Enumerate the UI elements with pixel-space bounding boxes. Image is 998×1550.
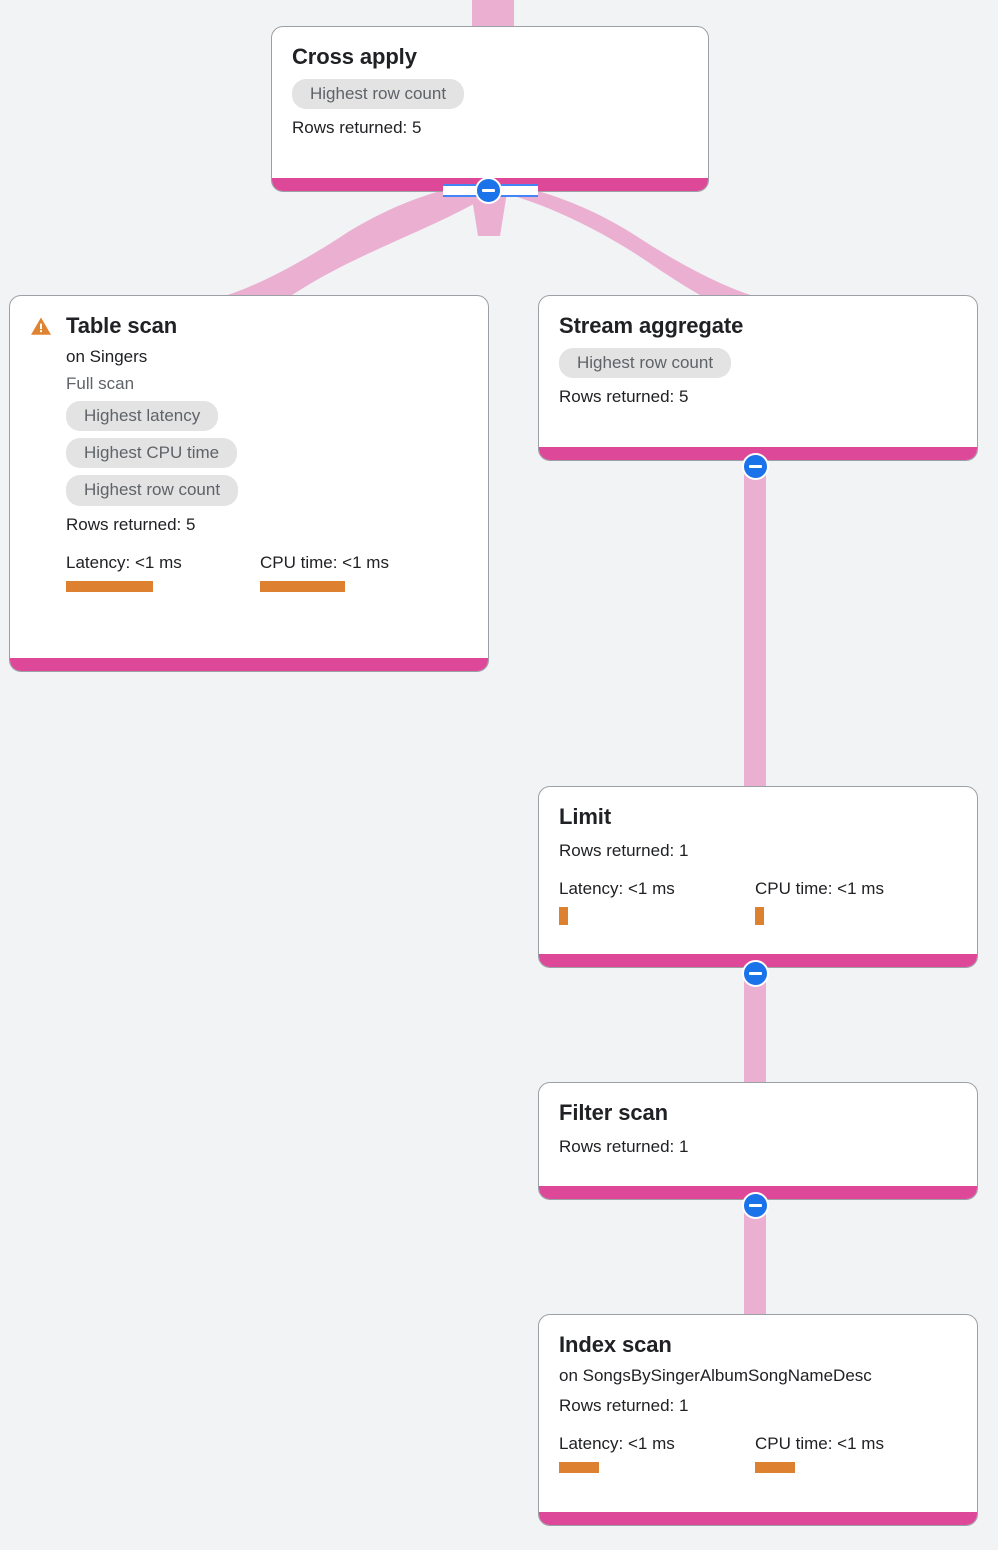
chip-highest-row-count: Highest row count [66, 475, 239, 506]
node-cross-apply-body: Cross apply Highest row count Rows retur… [272, 27, 708, 178]
node-stream-aggregate-body: Stream aggregate Highest row count Rows … [539, 296, 977, 447]
node-filter-scan-body: Filter scan Rows returned: 1 [539, 1083, 977, 1186]
node-filter-scan-title: Filter scan [559, 1100, 668, 1125]
metric-cpu-time-label: CPU time: <1 ms [755, 879, 884, 899]
edge-limit-to-filterscan [744, 960, 766, 1086]
metric-latency-label: Latency: <1 ms [559, 879, 675, 899]
metric-cpu-time-bar [755, 1461, 795, 1473]
metric-cpu-time-bar [260, 580, 345, 592]
node-cross-apply-title: Cross apply [292, 44, 417, 69]
collapse-button-stream-aggregate[interactable] [742, 453, 769, 480]
minus-icon [482, 189, 495, 192]
edge-crossapply-to-tablescan-band [224, 182, 487, 318]
metric-cpu-time-bar [755, 907, 764, 926]
node-limit[interactable]: Limit Rows returned: 1 Latency: <1 ms CP… [538, 786, 978, 968]
node-index-scan-body: Index scan on SongsBySingerAlbumSongName… [539, 1315, 977, 1512]
node-index-scan-title: Index scan [559, 1332, 672, 1357]
edge-streamaggregate-to-limit [744, 458, 766, 790]
node-stream-aggregate[interactable]: Stream aggregate Highest row count Rows … [538, 295, 978, 461]
node-limit-metrics: Latency: <1 ms CPU time: <1 ms [559, 878, 957, 926]
metric-cpu-time: CPU time: <1 ms [260, 552, 389, 592]
metric-latency-label: Latency: <1 ms [559, 1433, 675, 1453]
node-table-scan-footer [10, 658, 488, 671]
edge-crossapply-to-tablescan [236, 186, 488, 322]
metric-latency-bar [66, 580, 153, 592]
metric-cpu-time-label: CPU time: <1 ms [755, 1433, 884, 1453]
node-index-scan-target: on SongsBySingerAlbumSongNameDesc [559, 1366, 872, 1386]
node-table-scan-scantype: Full scan [66, 373, 135, 393]
node-filter-scan-title-row: Filter scan [559, 1100, 668, 1125]
metric-latency: Latency: <1 ms [66, 552, 260, 592]
metric-cpu-time: CPU time: <1 ms [755, 1433, 884, 1473]
metric-cpu-time-label: CPU time: <1 ms [260, 552, 389, 572]
collapse-button-cross-apply[interactable] [475, 177, 502, 204]
node-table-scan-rows: Rows returned: 5 [66, 514, 196, 534]
minus-icon [749, 1204, 762, 1207]
node-index-scan-title-row: Index scan [559, 1332, 672, 1357]
node-table-scan[interactable]: Table scan on Singers Full scan Highest … [9, 295, 489, 672]
chip-highest-row-count: Highest row count [559, 348, 732, 379]
warning-icon [31, 317, 51, 335]
collapse-button-limit[interactable] [742, 960, 769, 987]
node-index-scan[interactable]: Index scan on SongsBySingerAlbumSongName… [538, 1314, 978, 1526]
chip-highest-row-count: Highest row count [292, 79, 465, 110]
node-stream-aggregate-rows: Rows returned: 5 [559, 387, 689, 407]
minus-icon [749, 972, 762, 975]
metric-latency-bar [559, 907, 568, 926]
node-filter-scan[interactable]: Filter scan Rows returned: 1 [538, 1082, 978, 1200]
node-stream-aggregate-title: Stream aggregate [559, 313, 744, 338]
node-limit-title: Limit [559, 804, 612, 829]
node-stream-aggregate-title-row: Stream aggregate [559, 313, 744, 338]
node-table-scan-metrics: Latency: <1 ms CPU time: <1 ms [66, 552, 488, 592]
node-table-scan-title-row: Table scan [30, 313, 178, 338]
node-index-scan-footer [539, 1512, 977, 1525]
metric-latency: Latency: <1 ms [559, 878, 755, 926]
node-cross-apply-rows: Rows returned: 5 [292, 118, 422, 138]
node-index-scan-metrics: Latency: <1 ms CPU time: <1 ms [559, 1433, 957, 1473]
metric-latency-bar [559, 1461, 599, 1473]
node-index-scan-rows: Rows returned: 1 [559, 1395, 689, 1415]
node-table-scan-title: Table scan [66, 313, 178, 338]
edge-root-stub [472, 0, 514, 30]
node-filter-scan-rows: Rows returned: 1 [559, 1137, 689, 1157]
edge-filterscan-to-indexscan [744, 1192, 766, 1318]
collapse-button-filter-scan[interactable] [742, 1192, 769, 1219]
chip-highest-cpu-time: Highest CPU time [66, 438, 238, 469]
node-table-scan-body: Table scan on Singers Full scan Highest … [10, 296, 488, 658]
minus-icon [749, 465, 762, 468]
metric-cpu-time: CPU time: <1 ms [755, 878, 884, 926]
node-limit-rows: Rows returned: 1 [559, 841, 689, 861]
edge-crossapply-to-streamaggregate [491, 182, 754, 318]
metric-latency-label: Latency: <1 ms [66, 552, 182, 572]
node-table-scan-target: on Singers [66, 347, 148, 367]
chip-highest-latency: Highest latency [66, 400, 219, 432]
metric-latency: Latency: <1 ms [559, 1433, 755, 1473]
node-limit-title-row: Limit [559, 804, 612, 829]
node-cross-apply[interactable]: Cross apply Highest row count Rows retur… [271, 26, 709, 192]
node-cross-apply-title-row: Cross apply [292, 44, 417, 69]
node-limit-body: Limit Rows returned: 1 Latency: <1 ms CP… [539, 787, 977, 954]
